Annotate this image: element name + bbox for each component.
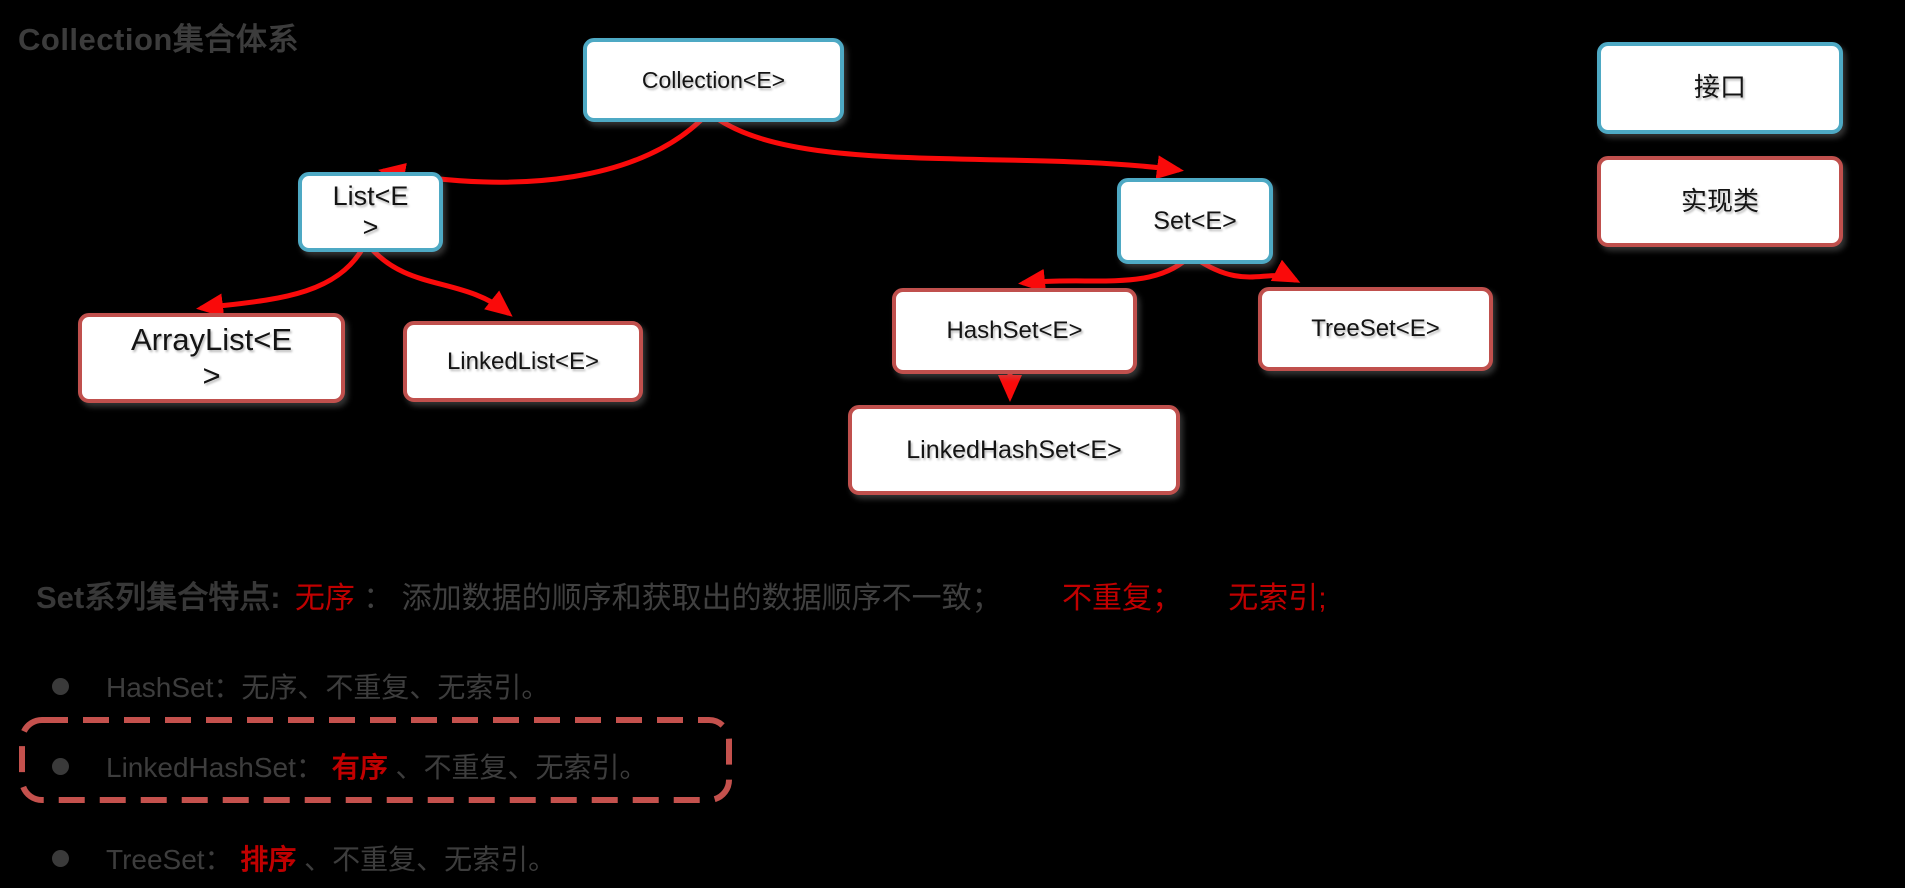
- node-set: Set<E>: [1117, 178, 1273, 264]
- node-linkedhashset: LinkedHashSet<E>: [848, 405, 1180, 495]
- node-hashset-label: HashSet<E>: [946, 317, 1083, 345]
- arrow-list-to-linkedlist: [366, 243, 513, 317]
- heading-bold-text: Set系列集合特点:: [36, 580, 281, 615]
- bullet-treeset: TreeSet： 排序 、不重复、无索引。: [52, 838, 556, 878]
- heading-desc: 添加数据的顺序和获取出的数据顺序不一致；: [401, 582, 1002, 615]
- node-list: List<E>: [298, 172, 443, 252]
- bullet-linkedhashset-lead: LinkedHashSet：: [106, 752, 332, 783]
- legend-class-label: 实现类: [1680, 185, 1759, 216]
- legend-interface-label: 接口: [1693, 72, 1746, 103]
- arrow-collection-to-set: [708, 111, 1184, 180]
- heading-unordered: 无序: [294, 582, 355, 615]
- legend-class-box: 实现类: [1597, 156, 1843, 247]
- heading-no-duplicate: 不重复；: [1061, 582, 1182, 615]
- bullet-treeset-red: 排序: [240, 844, 297, 875]
- bullet-dot-icon: [52, 757, 69, 775]
- dashed-highlight-box: [19, 717, 732, 803]
- node-list-label: List<E>: [332, 180, 409, 242]
- node-linkedlist: LinkedList<E>: [403, 321, 643, 402]
- bullet-treeset-lead: TreeSet：: [106, 844, 241, 875]
- bullet-dot-icon: [52, 677, 69, 695]
- arrow-list-to-arraylist: [196, 243, 367, 318]
- node-set-label: Set<E>: [1153, 206, 1237, 235]
- node-linkedhashset-label: LinkedHashSet<E>: [906, 435, 1122, 464]
- node-treeset: TreeSet<E>: [1258, 287, 1493, 371]
- bullet-treeset-rest: 、不重复、无索引。: [304, 844, 557, 875]
- arrow-set-to-hashset: [1018, 255, 1191, 293]
- node-treeset-label: TreeSet<E>: [1311, 315, 1440, 343]
- node-arraylist: ArrayList<E>: [78, 313, 345, 403]
- bullet-dot-icon: [52, 849, 69, 867]
- bullet-linkedhashset: LinkedHashSet： 有序 、不重复、无索引。: [52, 746, 648, 786]
- node-hashset: HashSet<E>: [892, 288, 1137, 374]
- heading-no-index: 无索引;: [1228, 582, 1327, 615]
- set-features-heading: Set系列集合特点: 无序 ： 添加数据的顺序和获取出的数据顺序不一致； 不重复…: [36, 572, 1327, 617]
- bullet-linkedhashset-red: 有序: [331, 752, 388, 783]
- node-arraylist-label: ArrayList<E>: [130, 322, 293, 393]
- node-collection: Collection<E>: [583, 38, 844, 122]
- bullet-linkedhashset-rest: 、不重复、无索引。: [395, 752, 648, 783]
- legend-interface-box: 接口: [1597, 42, 1843, 134]
- arrow-set-to-treeset: [1192, 255, 1301, 283]
- heading-colon: ：: [363, 582, 394, 615]
- node-collection-label: Collection<E>: [641, 66, 786, 93]
- page-title: Collection集合体系: [18, 22, 299, 57]
- bullet-hashset: HashSet：无序、不重复、无索引。: [52, 666, 549, 706]
- bullet-hashset-lead: HashSet：无序、不重复、无索引。: [106, 672, 550, 703]
- node-linkedlist-label: LinkedList<E>: [446, 347, 600, 375]
